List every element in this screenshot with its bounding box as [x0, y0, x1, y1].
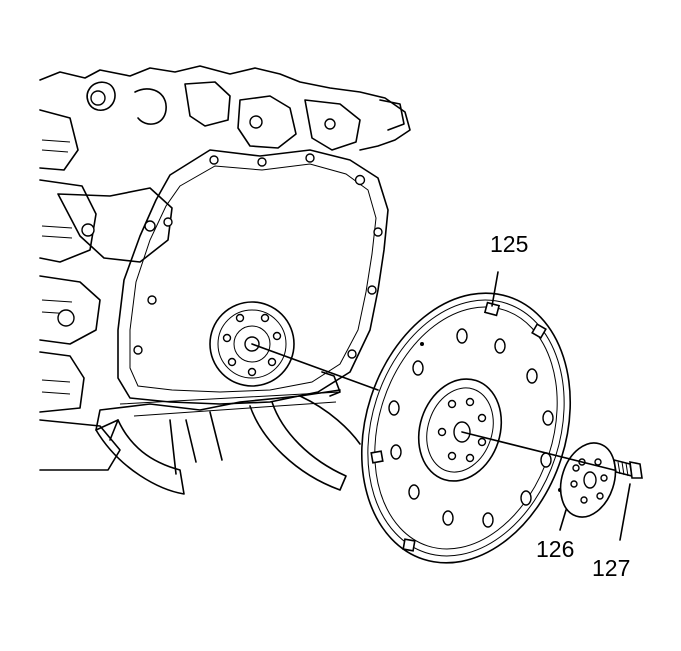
callout-126-label: 126 [536, 536, 574, 562]
flywheel [360, 292, 572, 564]
flywheel-bolt [613, 458, 643, 479]
callout-127-label: 127 [592, 555, 630, 581]
flywheel-reinforcement [559, 442, 617, 518]
callout-125-label: 125 [490, 231, 528, 257]
alignment-lines [251, 271, 631, 541]
engine-block [39, 65, 411, 495]
